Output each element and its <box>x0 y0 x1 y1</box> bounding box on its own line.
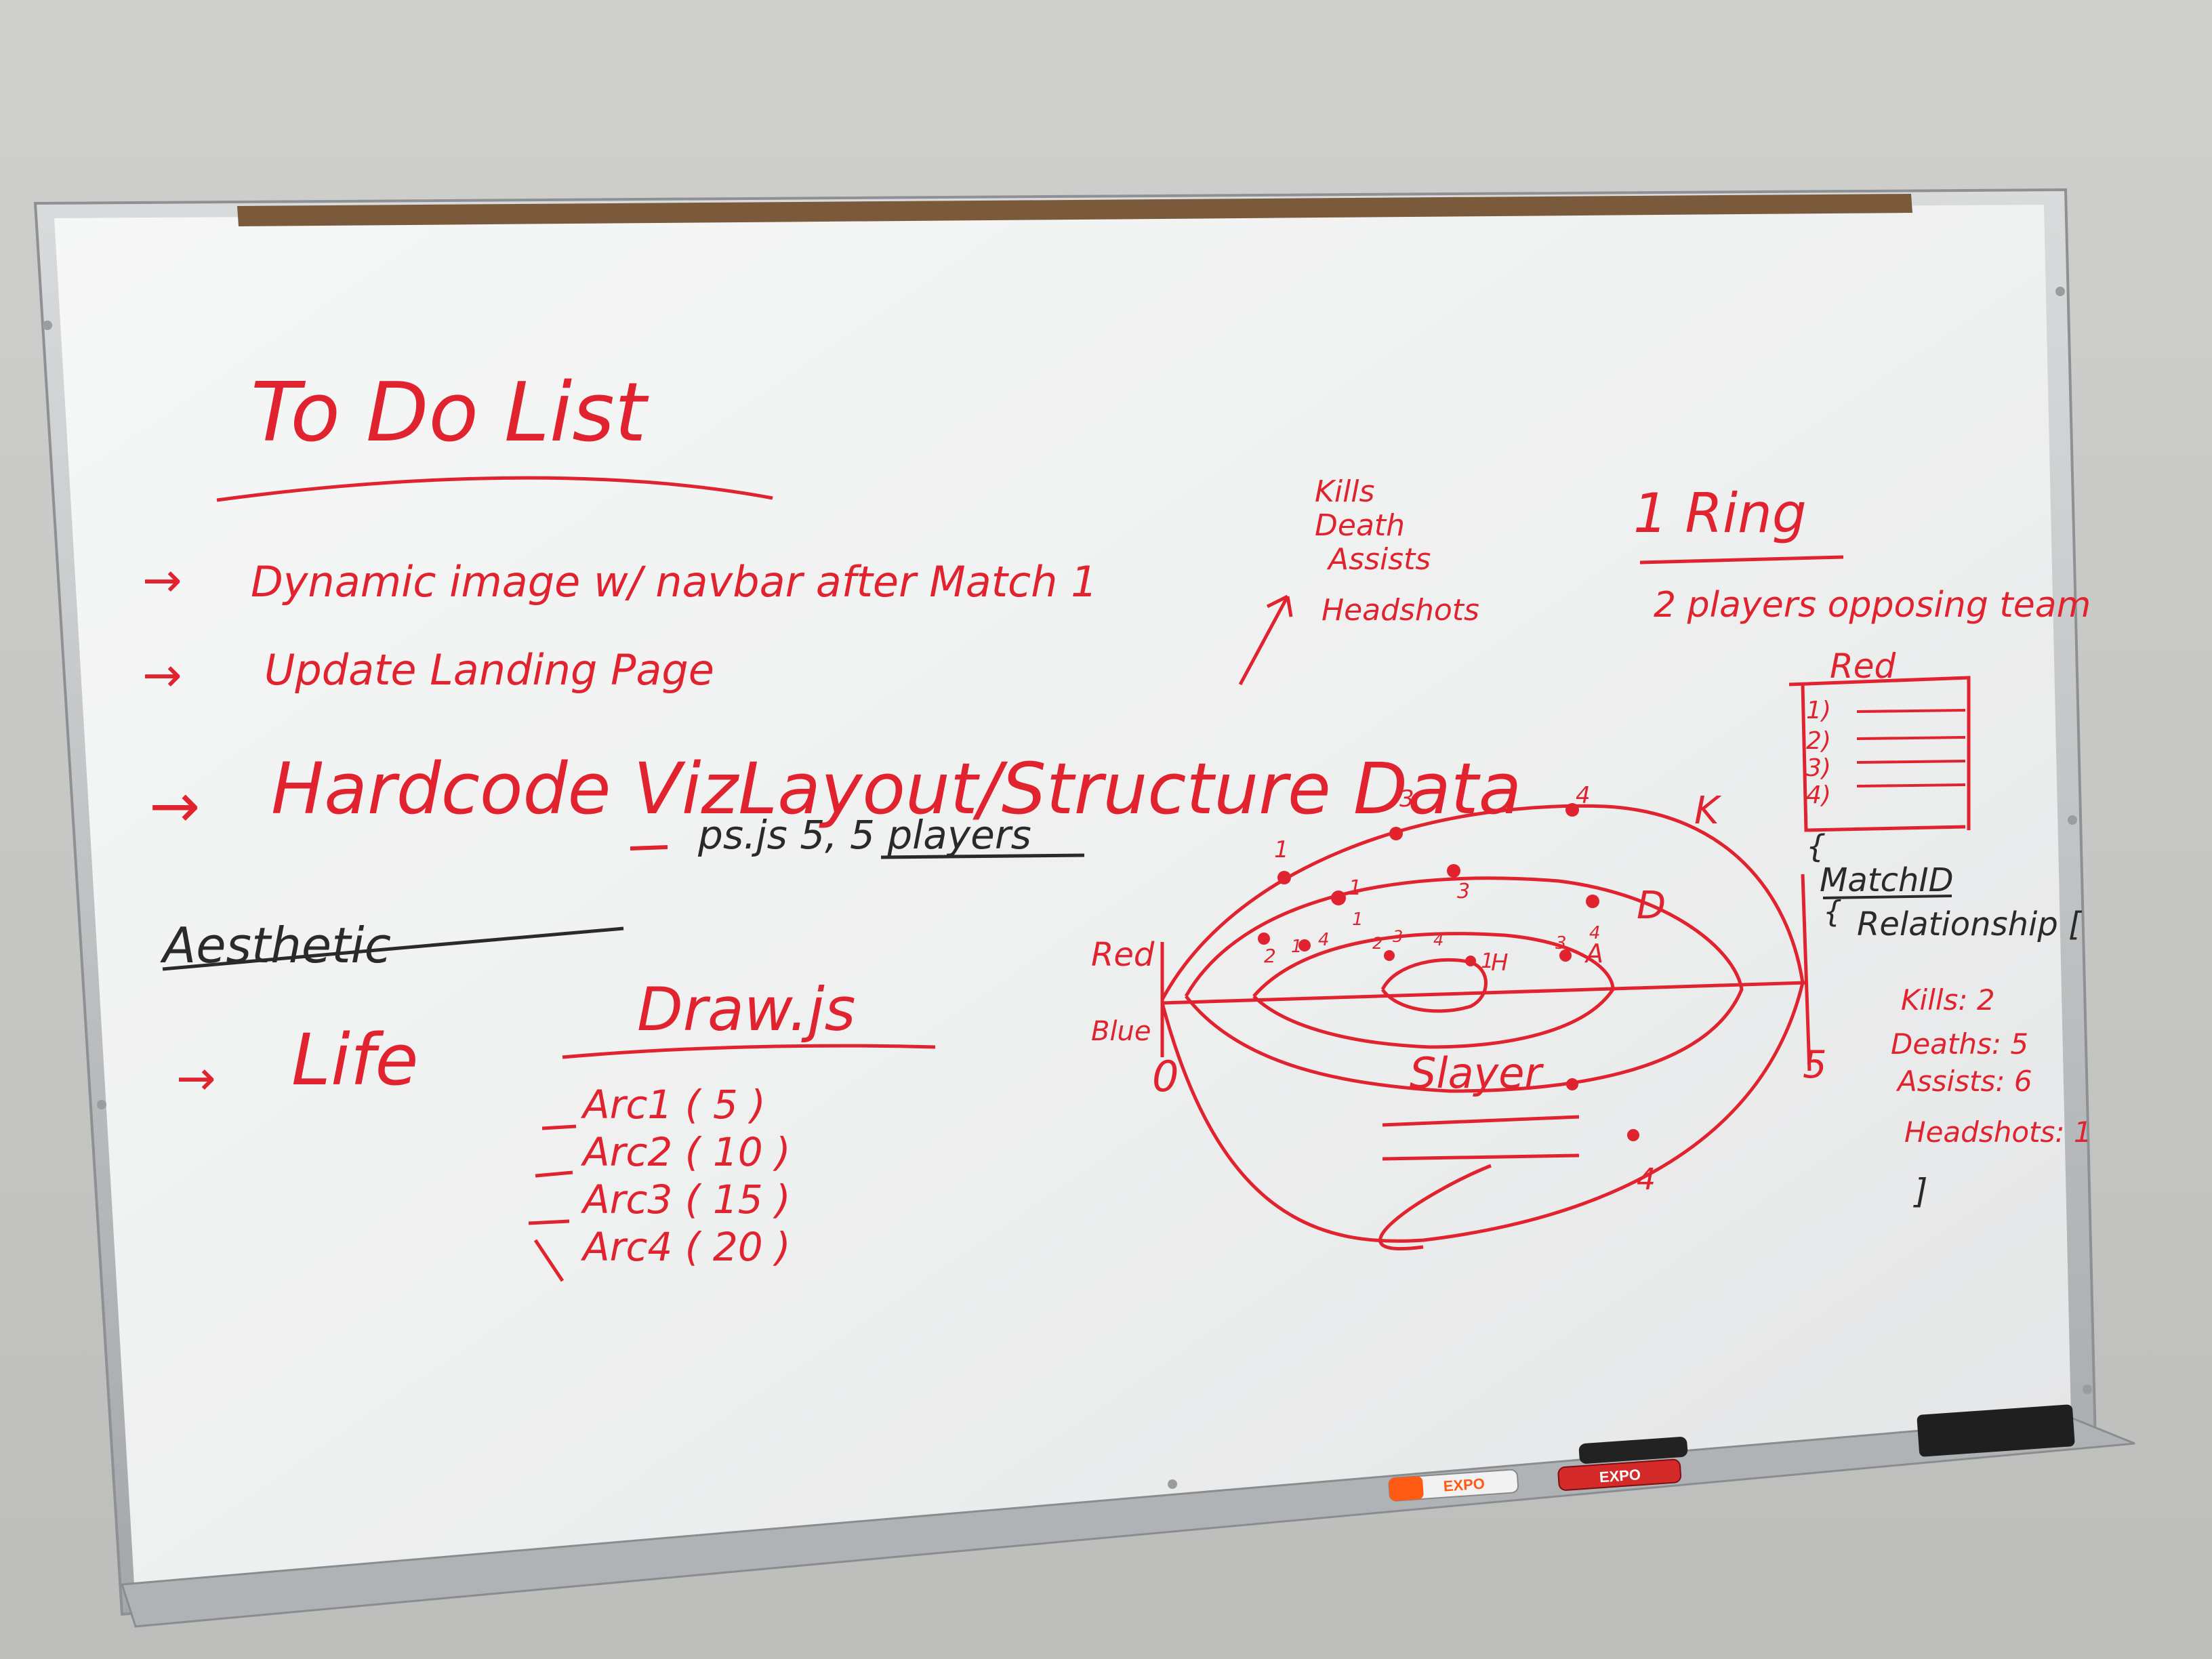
arrow-icon: → <box>149 771 200 842</box>
arrow-icon: → <box>142 552 182 608</box>
diagram-labels: Red Blue 0 5 K D A H Slayer 1 3 4 1 3 2 … <box>1091 782 1827 1197</box>
ring-a <box>1252 932 1615 1049</box>
todo-item-1: Dynamic image w/ navbar after Match 1 <box>251 557 1098 607</box>
json-key: Relationship [ <box>1857 905 2083 943</box>
eraser[interactable] <box>1917 1404 2075 1457</box>
legend-row: 4) <box>1806 781 1831 809</box>
arc-dashes <box>528 1124 577 1282</box>
stats-section: Kills Death Assists Headshots <box>1238 474 1479 686</box>
match-json-section: { MatchID { Relationship [ Kills: 2 Deat… <box>1806 828 2092 1211</box>
legend-table: Red 1) 2) 3) 4) <box>1788 647 1971 832</box>
arc-item-1: Arc1 ( 5 ) <box>580 1082 766 1128</box>
legend-lines <box>1856 709 1966 787</box>
diagram-dots <box>1258 803 1639 1141</box>
arc-item-3: Arc3 ( 15 ) <box>580 1176 791 1223</box>
json-brace: { <box>1806 828 1826 865</box>
json-underline <box>1822 895 1952 899</box>
json-headshots: Headshots: 1 <box>1904 1115 2092 1149</box>
marker-number: 3 <box>1393 927 1403 946</box>
ring-section: 1 Ring 2 players opposing team <box>1633 482 2091 626</box>
marker-number: 4 <box>1637 1162 1656 1197</box>
stat-item: Headshots <box>1322 593 1479 628</box>
json-close: ] <box>1913 1172 1928 1211</box>
marker-orange[interactable]: EXPO <box>1388 1469 1519 1502</box>
screws <box>43 287 2092 1489</box>
slayer-lines <box>1382 1115 1580 1161</box>
marker-number: 1 <box>1352 909 1364 930</box>
legend-row: 1) <box>1806 697 1831 724</box>
team-red-label: Red <box>1091 936 1155 974</box>
json-deaths: Deaths: 5 <box>1891 1027 2028 1061</box>
marker-number: 3 <box>1399 785 1414 813</box>
json-match-id: MatchID <box>1820 861 1954 899</box>
board-surface <box>54 205 2071 1584</box>
marker-number: 1 <box>1349 876 1361 900</box>
marker-label: EXPO <box>1443 1475 1486 1494</box>
json-kills: Kills: 2 <box>1901 983 1995 1017</box>
marker-black[interactable] <box>1578 1436 1688 1464</box>
todo-item-3: Hardcode VizLayout/Structure Data <box>271 747 1521 830</box>
marker-red[interactable]: EXPO <box>1557 1458 1682 1491</box>
todo-section: To Do List → Dynamic image w/ navbar aft… <box>142 366 1521 1106</box>
json-assists: Assists: 6 <box>1896 1065 2032 1098</box>
marker-number: 3 <box>1457 880 1470 903</box>
ring-label-h: H <box>1491 949 1509 977</box>
marker-number: 4 <box>1589 923 1601 943</box>
ring-underline <box>1639 555 1844 565</box>
todo-item-5: Life <box>291 1019 418 1101</box>
ring-d <box>1184 876 1744 1093</box>
draw-underline <box>562 1044 936 1059</box>
marker-number: 2 <box>1264 945 1276 967</box>
draw-title: Draw.js <box>637 975 855 1044</box>
stat-item: Kills <box>1315 474 1374 509</box>
marker-number: 2 <box>1372 934 1382 953</box>
strikethrough <box>162 926 624 971</box>
draw-section: Draw.js Arc1 ( 5 ) Arc2 ( 10 ) Arc3 ( 15… <box>528 975 936 1282</box>
ring-title: 1 Ring <box>1633 482 1807 545</box>
stat-item: Death <box>1315 508 1405 543</box>
stat-item: Assists <box>1326 542 1431 577</box>
team-blue-label: Blue <box>1091 1016 1151 1047</box>
legend-row: 3) <box>1806 754 1831 782</box>
marker-number: 4 <box>1433 930 1443 949</box>
arc-item-4: Arc4 ( 20 ) <box>580 1224 791 1270</box>
todo-item-2: Update Landing Page <box>264 645 714 695</box>
marker-number: 4 <box>1318 930 1330 950</box>
dash-mark <box>630 845 668 851</box>
center-label: Slayer <box>1410 1048 1544 1098</box>
marker-number: 1 <box>1291 937 1303 957</box>
ring-label-d: D <box>1637 884 1666 928</box>
marker-number: 1 <box>1481 949 1494 973</box>
score-left: 0 <box>1152 1052 1179 1101</box>
marker-label: EXPO <box>1599 1466 1641 1486</box>
legend-row: 2) <box>1806 727 1831 755</box>
marker-number: 3 <box>1555 933 1567 954</box>
todo-title: To Do List <box>251 366 649 460</box>
ring-label-k: K <box>1694 789 1722 833</box>
legend-frame <box>1788 676 1971 832</box>
subitem-underline <box>880 853 1085 859</box>
axis-right <box>1801 874 1811 1071</box>
map-rail <box>237 194 1912 226</box>
marker-number: 1 <box>1274 836 1289 863</box>
title-underline <box>216 476 773 502</box>
ring-h <box>1380 958 1488 1013</box>
arrow-icon: → <box>176 1050 216 1106</box>
ring-label-a: A <box>1584 939 1603 968</box>
ring-subtitle: 2 players opposing team <box>1654 585 2091 626</box>
swoop <box>1378 1164 1492 1251</box>
arc-item-2: Arc2 ( 10 ) <box>580 1129 791 1175</box>
json-brace: { <box>1823 895 1842 929</box>
marker-number: 4 <box>1576 782 1591 809</box>
score-right: 5 <box>1803 1043 1827 1087</box>
todo-subitem: ps.js 5, 5 players <box>697 812 1031 858</box>
arrow-icon: → <box>142 647 182 703</box>
ring-diagram <box>1160 803 1811 1251</box>
pointer-arrow <box>1238 594 1293 686</box>
